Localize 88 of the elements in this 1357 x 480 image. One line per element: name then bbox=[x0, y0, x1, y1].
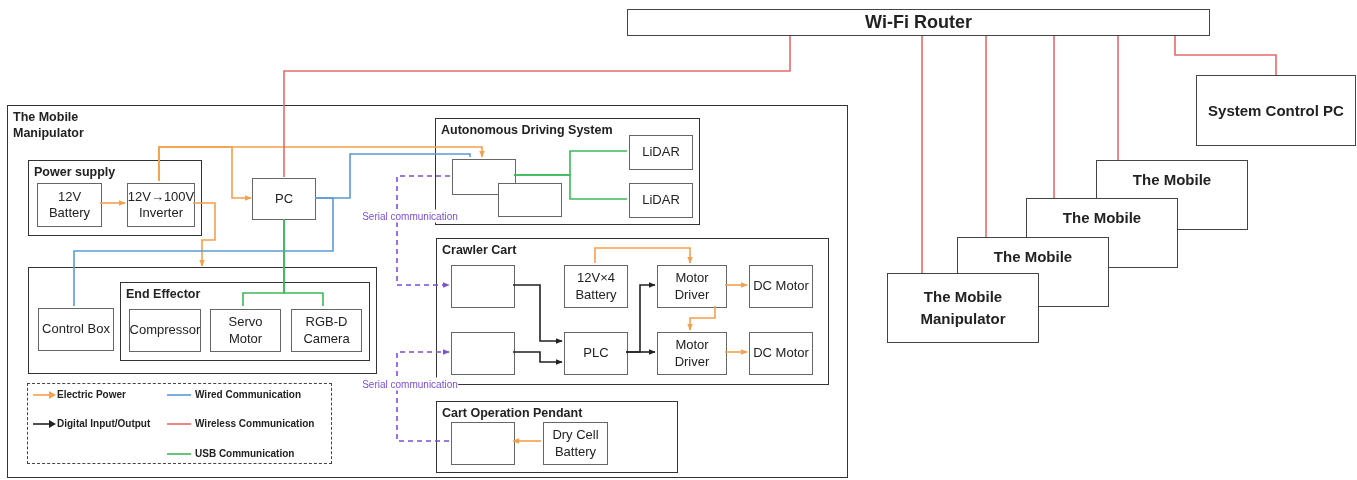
component-box bbox=[451, 265, 515, 308]
component-box bbox=[37, 183, 102, 227]
connector-line bbox=[1117, 35, 1119, 161]
component-box bbox=[498, 183, 562, 217]
group-title: Power supply bbox=[34, 164, 116, 181]
dashed-arrow bbox=[396, 175, 451, 288]
box-label: The Mobile bbox=[1132, 171, 1212, 188]
box-label: LiDAR bbox=[642, 144, 680, 161]
robot-card bbox=[1026, 198, 1178, 237]
connector-line bbox=[283, 35, 791, 178]
arrow bbox=[99, 200, 126, 206]
box-label: Motor Driver bbox=[673, 270, 711, 303]
legend-label: Wired Communication bbox=[195, 389, 302, 401]
connector-line bbox=[513, 174, 628, 200]
arrow bbox=[192, 202, 216, 267]
legend-label: USB Communication bbox=[195, 448, 295, 460]
connector-line bbox=[1053, 35, 1055, 199]
router-box bbox=[627, 9, 1210, 36]
legend-label: Electric Power bbox=[57, 389, 126, 401]
component-box bbox=[749, 265, 813, 308]
component-box bbox=[629, 135, 693, 170]
component-box bbox=[657, 265, 727, 308]
component-box bbox=[657, 332, 727, 375]
arrow bbox=[512, 438, 542, 444]
group-title: End Effector bbox=[126, 286, 201, 303]
group-title: Autonomous Driving System bbox=[441, 122, 613, 139]
connector-line bbox=[921, 35, 923, 274]
group-panel bbox=[436, 401, 678, 473]
box-label: RGB-D Camera bbox=[302, 314, 351, 347]
component-box bbox=[129, 309, 201, 352]
computer-box bbox=[1196, 75, 1356, 146]
group-panel bbox=[120, 282, 370, 361]
box-label: Motor Driver bbox=[673, 337, 711, 370]
box-label: Servo Motor bbox=[227, 314, 264, 347]
box-label: 12V→100V Inverter bbox=[127, 188, 195, 222]
component-box bbox=[28, 267, 377, 374]
group-title: Cart Operation Pendant bbox=[442, 405, 583, 422]
group-title: The Mobile Manipulator bbox=[13, 109, 85, 142]
component-box bbox=[749, 332, 813, 375]
box-label: DC Motor bbox=[753, 278, 809, 295]
arrow bbox=[724, 349, 748, 355]
edge-label: Serial communication bbox=[362, 209, 458, 223]
box-label: PLC bbox=[583, 345, 609, 362]
arrow bbox=[512, 351, 563, 365]
component-box bbox=[629, 183, 693, 218]
box-label: 12V Battery bbox=[47, 188, 92, 222]
legend-label: Digital Input/Output bbox=[57, 418, 151, 430]
connector-line bbox=[1174, 35, 1277, 76]
dashed-arrow bbox=[396, 349, 450, 442]
box-label: Control Box bbox=[42, 321, 110, 338]
component-box bbox=[564, 332, 628, 375]
arrow bbox=[724, 282, 748, 288]
component-box bbox=[210, 309, 281, 352]
arrow bbox=[512, 284, 563, 344]
component-box bbox=[564, 265, 628, 308]
box-label: LiDAR bbox=[642, 192, 680, 209]
robot-card bbox=[957, 237, 1109, 273]
box-label: The Mobile Manipulator bbox=[919, 287, 1007, 329]
component-box bbox=[451, 332, 515, 375]
box-label: 12V×4 Battery bbox=[574, 270, 618, 303]
box-label: The Mobile bbox=[993, 248, 1073, 265]
component-box bbox=[291, 309, 362, 352]
arrow bbox=[594, 247, 693, 264]
box-label: Dry Cell Battery bbox=[551, 427, 600, 460]
component-box bbox=[543, 422, 608, 465]
arrow bbox=[687, 305, 716, 331]
component-box bbox=[252, 178, 316, 220]
legend-label: Wireless Communication bbox=[195, 418, 315, 430]
robot-card bbox=[1096, 160, 1248, 198]
box-label: Wi-Fi Router bbox=[865, 12, 972, 33]
connector-line bbox=[985, 35, 987, 238]
box-label: The Mobile bbox=[1062, 209, 1142, 226]
box-label: System Control PC bbox=[1208, 100, 1344, 121]
connector-line bbox=[283, 218, 324, 307]
group-panel bbox=[7, 105, 848, 478]
box-label: DC Motor bbox=[753, 345, 809, 362]
robot-card bbox=[887, 273, 1039, 343]
box-label: Compressor bbox=[129, 322, 201, 339]
component-box bbox=[38, 308, 114, 351]
box-label: PC bbox=[274, 190, 294, 208]
group-title: Crawler Cart bbox=[442, 242, 517, 259]
arrow bbox=[625, 349, 656, 355]
component-box bbox=[451, 422, 515, 465]
connector-line bbox=[73, 197, 334, 307]
arrow bbox=[158, 146, 485, 182]
edge-label: Serial communication bbox=[362, 377, 458, 391]
group-panel bbox=[28, 160, 202, 236]
component-box bbox=[452, 159, 516, 195]
